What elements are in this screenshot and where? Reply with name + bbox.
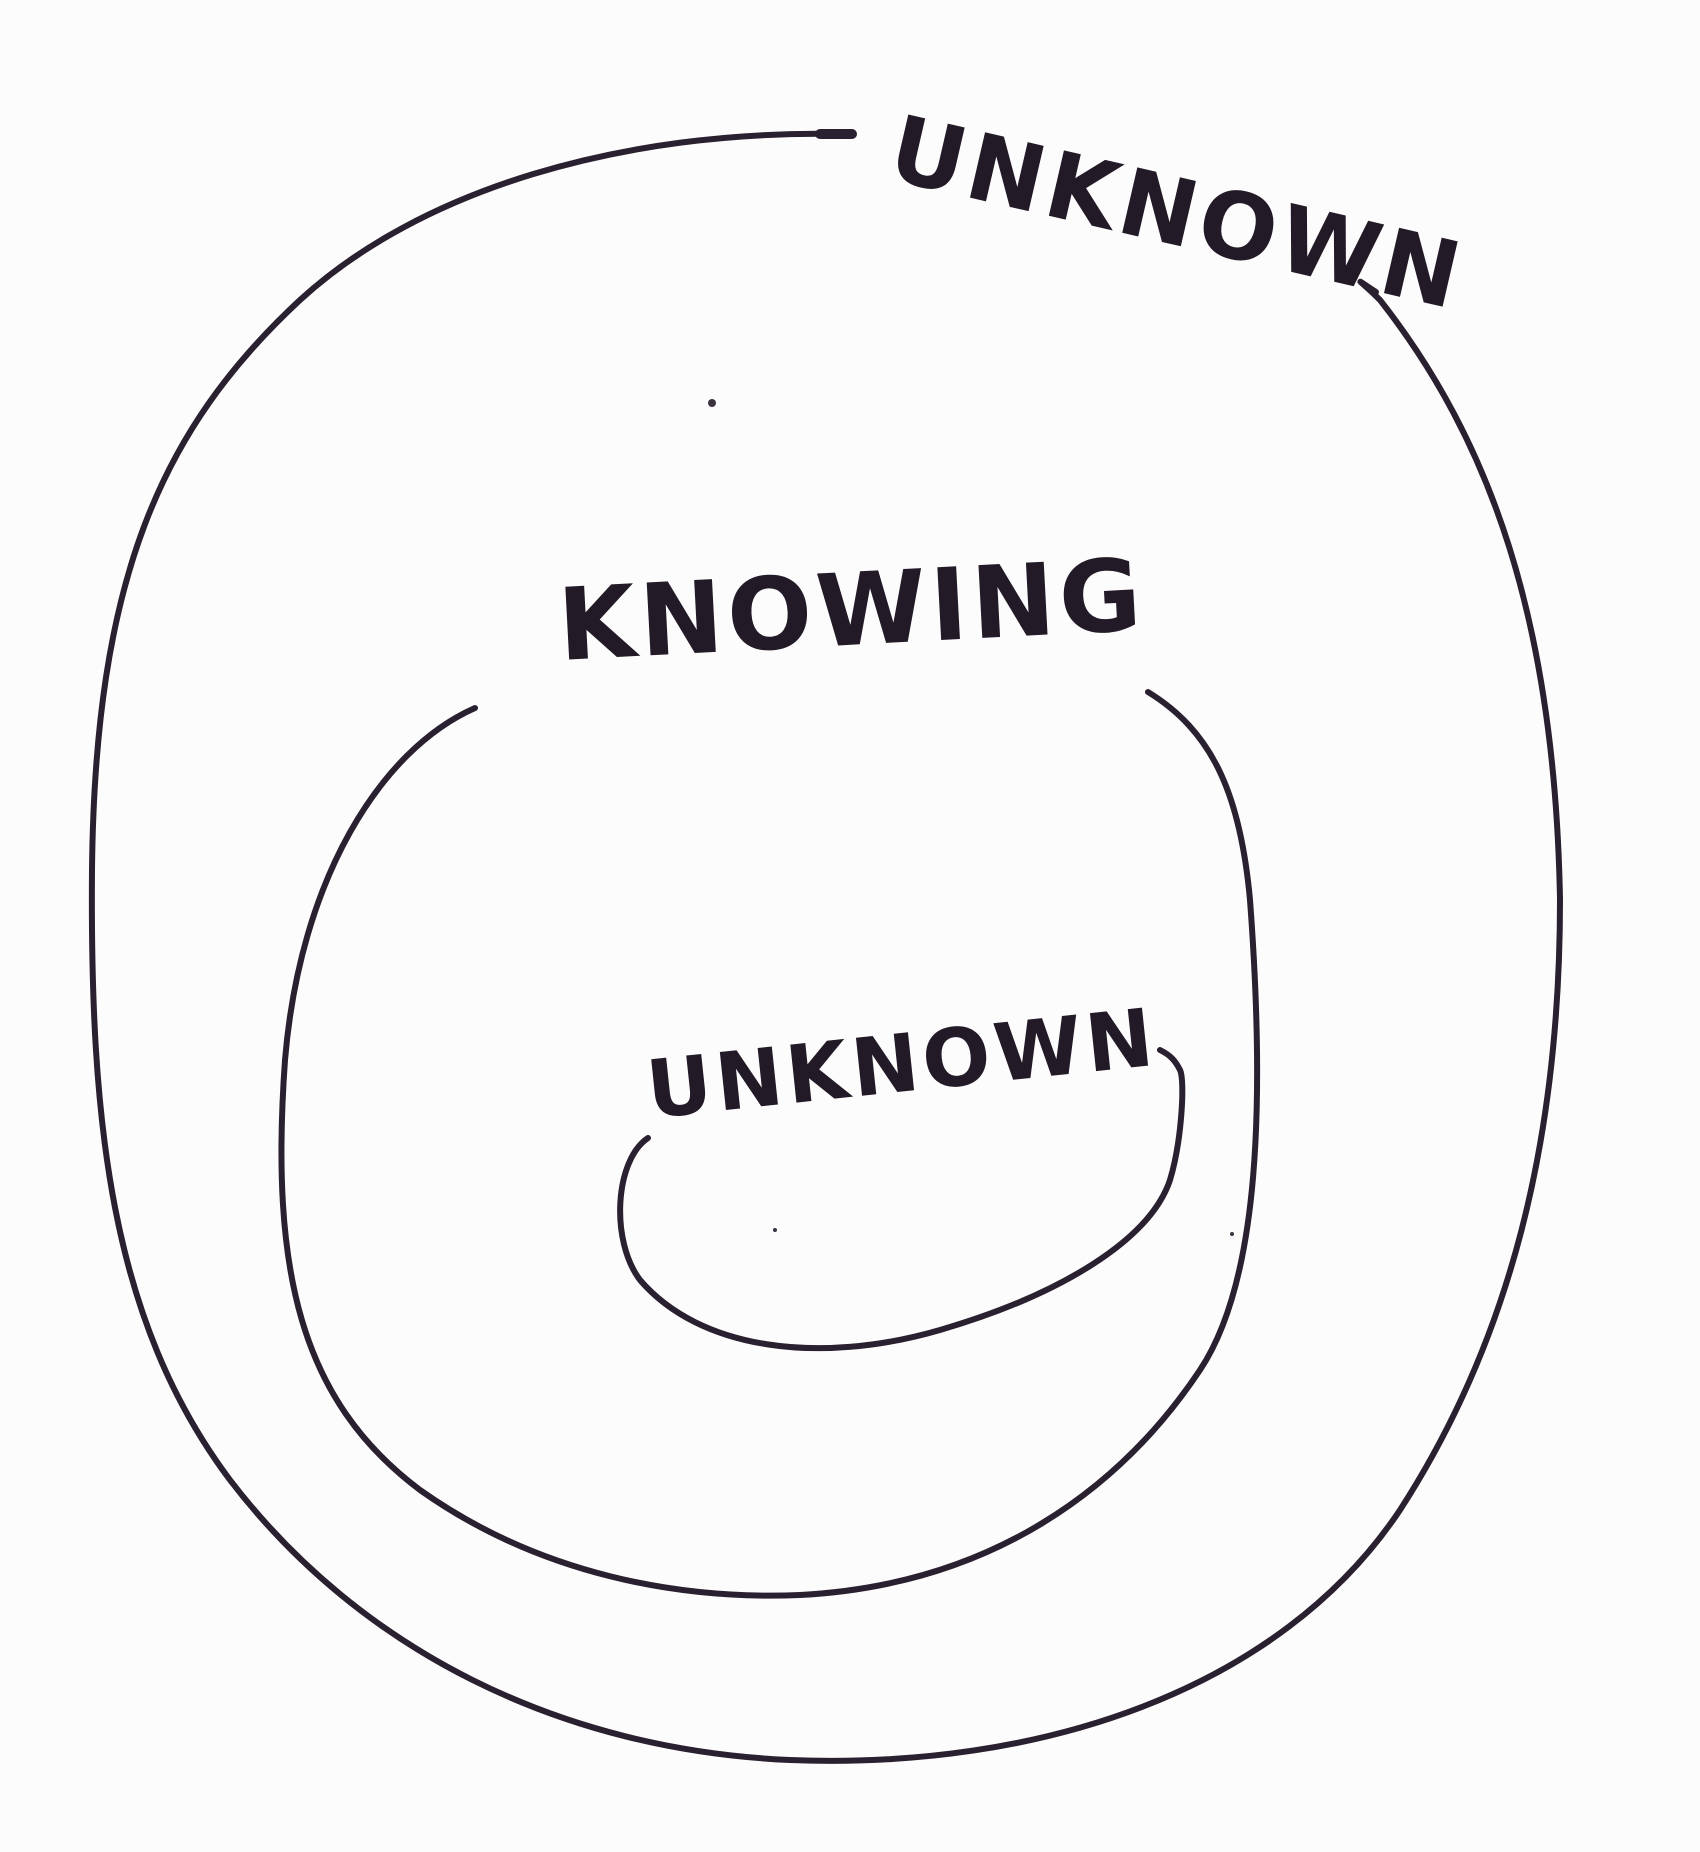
ink-speck [708, 399, 716, 407]
ink-speck [773, 1228, 777, 1232]
inner-unknown-label: UNKNOWN [642, 991, 1161, 1137]
knowing-label: KNOWING [555, 536, 1148, 684]
middle-ring [278, 689, 1261, 1599]
ink-speck [1230, 1232, 1234, 1236]
outer-unknown-label: UNKNOWN [880, 95, 1474, 331]
inner-ring [617, 1047, 1186, 1352]
outer-ring [88, 130, 1563, 1764]
